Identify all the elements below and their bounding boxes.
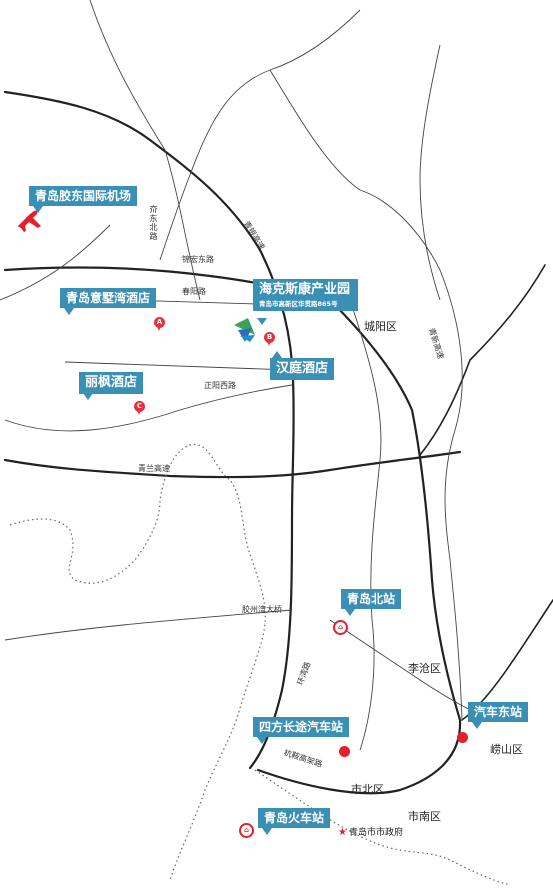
road-label-qinglan: 青兰高速 <box>138 464 170 473</box>
road-label-jinhong-east: 锦宏东路 <box>182 255 214 264</box>
train-station-icon[interactable]: ⌂ <box>333 620 348 635</box>
callout-tail <box>257 737 267 744</box>
callout-tail <box>64 308 74 315</box>
callout-tail <box>345 609 355 616</box>
callout-train-station[interactable]: 青岛火车站 <box>258 808 331 828</box>
star-icon: ★ <box>338 827 347 838</box>
train-station-icon[interactable]: ⌂ <box>239 823 254 838</box>
callout-tail <box>257 318 267 325</box>
bus-station-dot[interactable] <box>457 732 468 743</box>
callout-hotel-c[interactable]: 丽枫酒店 <box>79 372 144 394</box>
callout-bus-sifang[interactable]: 四方长途汽车站 <box>253 717 350 737</box>
coastline <box>9 443 511 886</box>
pin-a[interactable]: A <box>154 317 165 331</box>
road-label-chunyang: 春阳路 <box>182 287 206 296</box>
callout-hotel-b[interactable]: 汉庭酒店 <box>270 358 335 380</box>
district-laoshan: 崂山区 <box>490 743 523 756</box>
district-shibei: 市北区 <box>351 783 384 796</box>
callout-bus-east[interactable]: 汽车东站 <box>468 702 529 722</box>
callout-tail <box>83 393 93 400</box>
expressway-qinglan <box>3 450 462 479</box>
district-licang: 李沧区 <box>408 662 441 675</box>
callout-airport[interactable]: 青岛胶东国际机场 <box>29 186 138 206</box>
callout-north-station[interactable]: 青岛北站 <box>341 589 402 609</box>
road-label-jiaodong-north: 夼东北路 <box>149 205 158 241</box>
expressway-east <box>256 298 462 795</box>
callout-tail <box>33 206 43 213</box>
pin-c[interactable]: C <box>134 401 145 415</box>
bus-station-dot[interactable] <box>339 746 350 757</box>
landmark-city-government[interactable]: ★青岛市市政府 <box>338 827 403 838</box>
callout-park[interactable]: 海克斯康产业园 青岛市高新区华贯路865号 <box>253 279 359 311</box>
airplane-icon <box>17 210 41 232</box>
district-shinan: 市南区 <box>408 810 441 823</box>
district-chengyang: 城阳区 <box>364 320 397 333</box>
park-title: 海克斯康产业园 <box>259 282 351 297</box>
company-logo-icon <box>234 318 255 342</box>
road-northeast <box>419 264 546 456</box>
park-address: 青岛市高新区华贯路865号 <box>259 300 338 308</box>
road-label-jiaozhouwan-bridge: 胶州湾大桥 <box>242 605 282 614</box>
callout-hotel-a[interactable]: 青岛意墅湾酒店 <box>60 288 157 308</box>
pin-b[interactable]: B <box>264 332 275 346</box>
callout-tail <box>272 351 282 358</box>
callout-tail <box>472 722 482 729</box>
road-label-zhengyang-west: 正阳西路 <box>204 381 236 390</box>
callout-tail <box>262 828 272 835</box>
